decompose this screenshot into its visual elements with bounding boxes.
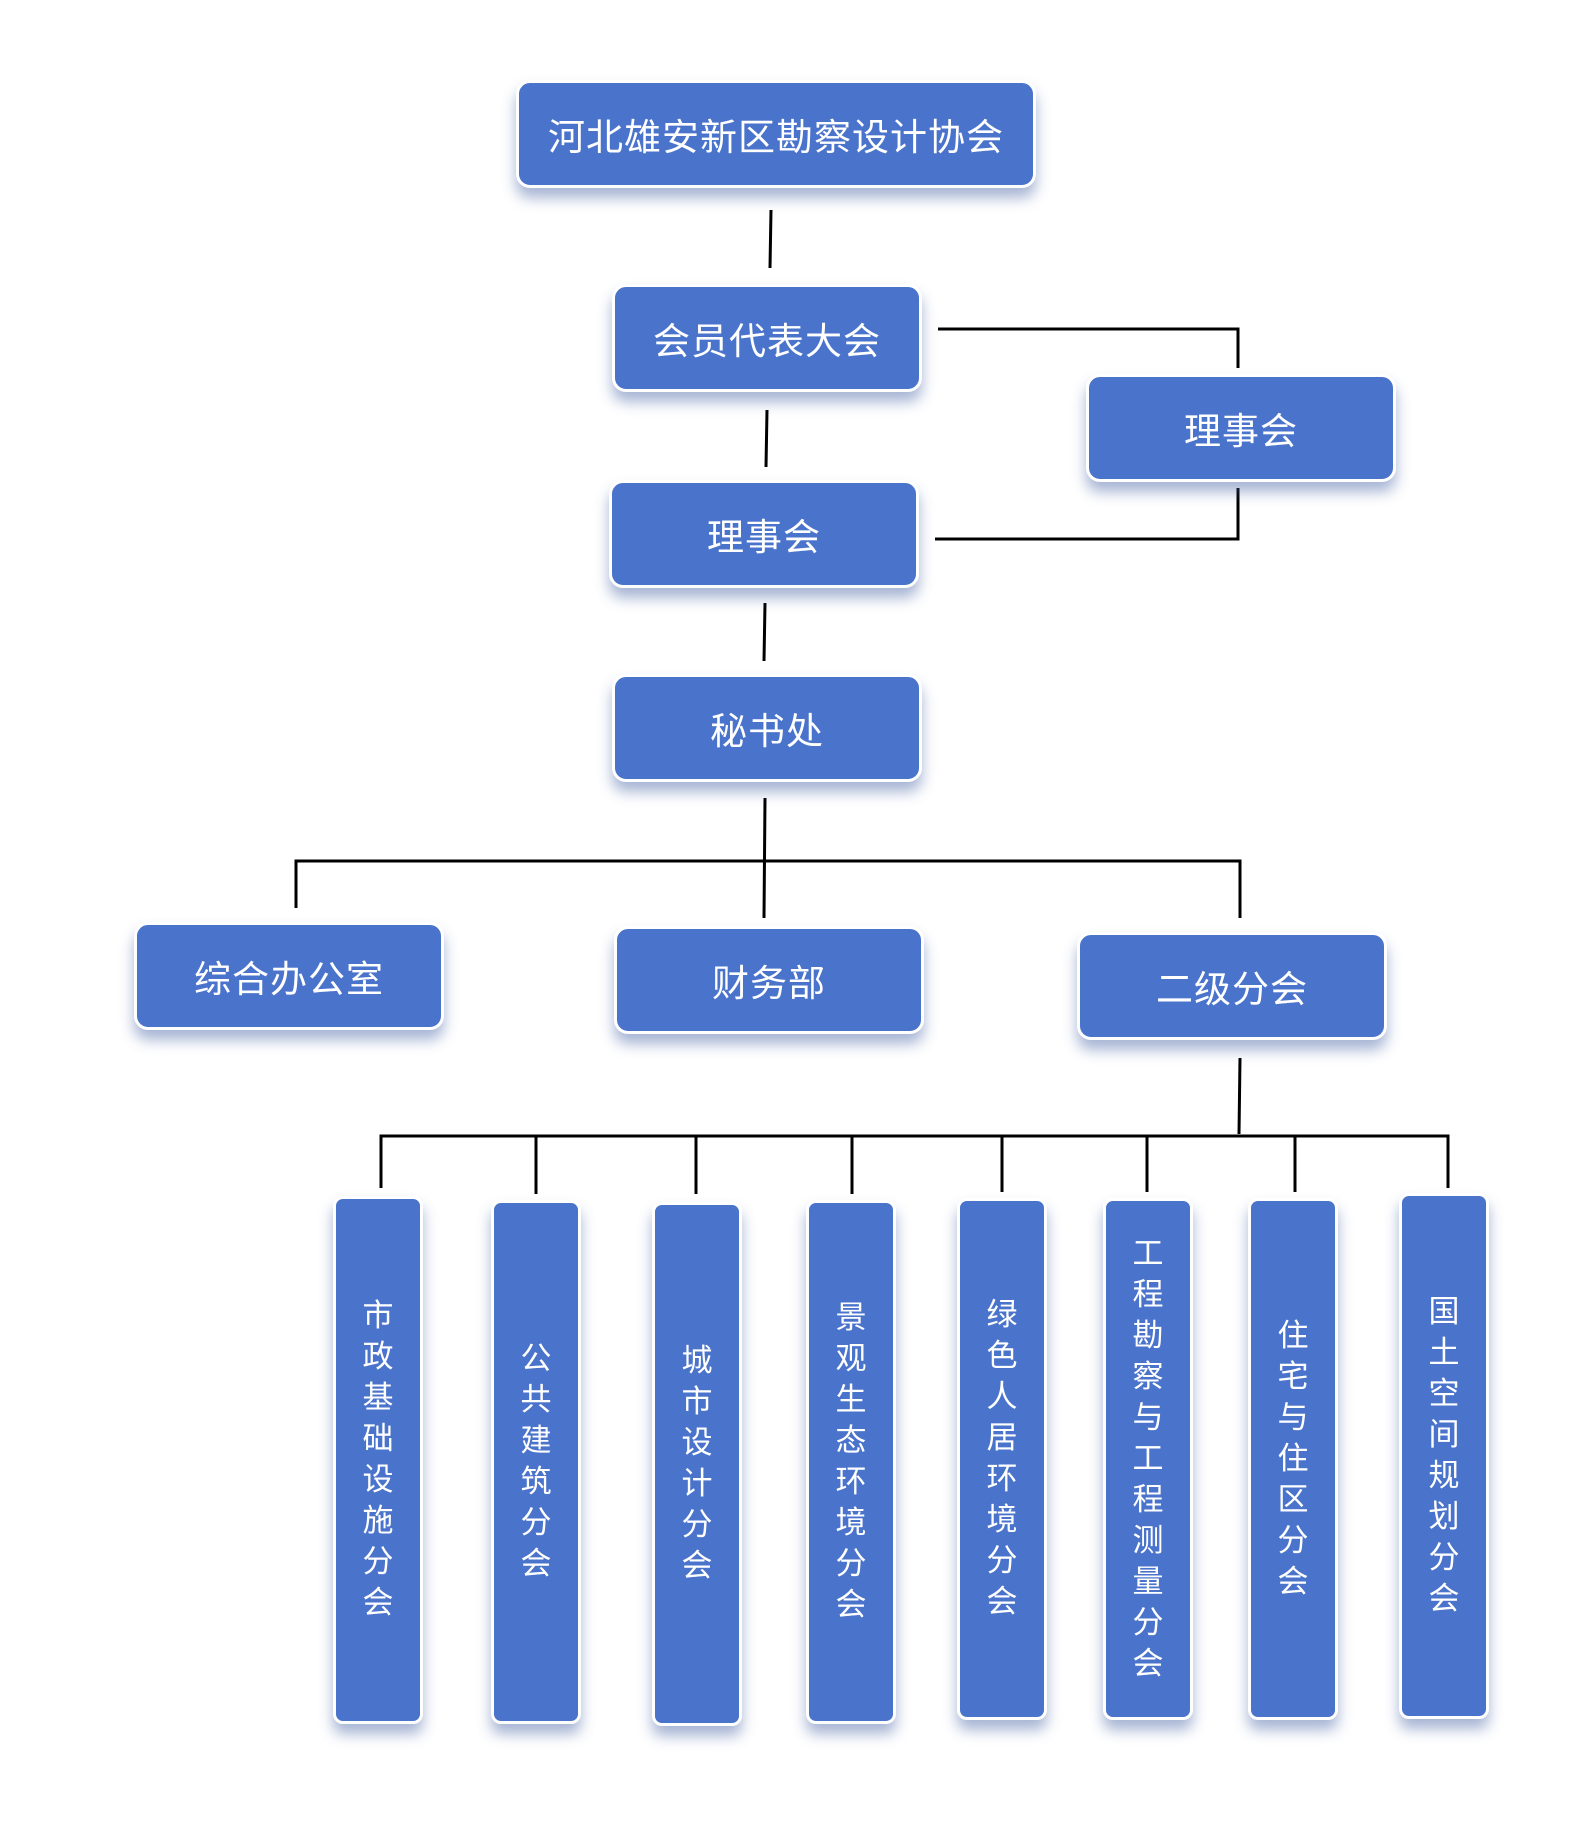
connector-sub-bus xyxy=(1237,1057,1242,1135)
branch-label: 住宅与住区分会 xyxy=(1277,1317,1309,1600)
connector-board-sec xyxy=(762,602,767,662)
finance-node: 财务部 xyxy=(614,926,924,1034)
sub-branches-node: 二级分会 xyxy=(1077,932,1387,1040)
board-right-node: 理事会 xyxy=(1086,374,1396,482)
connector-branch-bus xyxy=(379,1134,1450,1188)
sub-branches-label: 二级分会 xyxy=(1156,968,1308,1011)
branch-node: 市政基础设施分会 xyxy=(333,1196,423,1724)
root-node: 河北雄安新区勘察设计协会 xyxy=(516,80,1036,188)
secretariat-label: 秘书处 xyxy=(710,710,824,753)
branch-node: 绿色人居环境分会 xyxy=(957,1198,1047,1720)
connector-board-right-board xyxy=(935,488,1240,541)
branch-node: 景观生态环境分会 xyxy=(806,1200,896,1724)
branch-label: 城市设计分会 xyxy=(681,1343,713,1584)
branch-node: 城市设计分会 xyxy=(652,1202,742,1726)
root-label: 河北雄安新区勘察设计协会 xyxy=(548,116,1004,159)
connector-dept-bus xyxy=(294,859,1242,918)
branch-label: 国土空间规划分会 xyxy=(1428,1294,1460,1617)
board-node: 理事会 xyxy=(609,480,919,588)
finance-label: 财务部 xyxy=(712,962,826,1005)
branch-node: 住宅与住区分会 xyxy=(1248,1198,1338,1720)
branch-label: 绿色人居环境分会 xyxy=(986,1297,1018,1620)
branch-node: 工程勘察与工程测量分会 xyxy=(1103,1198,1193,1720)
board-right-label: 理事会 xyxy=(1184,410,1298,453)
branch-node: 公共建筑分会 xyxy=(491,1200,581,1724)
branch-node: 国土空间规划分会 xyxy=(1399,1193,1489,1719)
branch-label: 市政基础设施分会 xyxy=(362,1298,394,1621)
branch-label: 景观生态环境分会 xyxy=(835,1300,867,1623)
connector-root-gm xyxy=(768,209,773,269)
general-meeting-node: 会员代表大会 xyxy=(612,284,922,392)
connector-sec-bus xyxy=(762,797,767,919)
general-meeting-label: 会员代表大会 xyxy=(653,320,881,363)
connector-gm-board xyxy=(764,409,769,468)
branch-label: 工程勘察与工程测量分会 xyxy=(1132,1235,1164,1682)
board-label: 理事会 xyxy=(707,516,821,559)
connector-gm-board-right xyxy=(938,327,1240,368)
office-label: 综合办公室 xyxy=(194,958,384,1001)
secretariat-node: 秘书处 xyxy=(612,674,922,782)
office-node: 综合办公室 xyxy=(134,922,444,1030)
branch-label: 公共建筑分会 xyxy=(520,1341,552,1582)
